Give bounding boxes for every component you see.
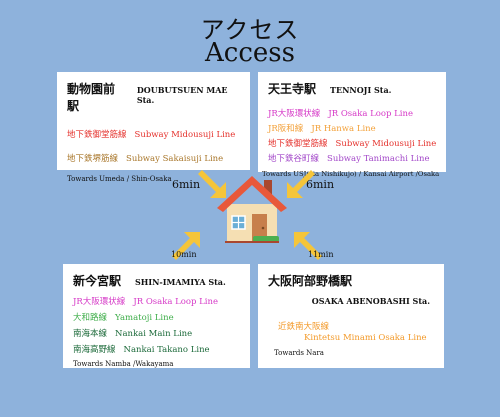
station-name-en: DOUBUTSUEN MAE Sta. xyxy=(136,85,228,105)
station-card-abenobashi: 大阪阿部野橋駅 OSAKA ABENOBASHI Sta. 近鉄南大阪線 Kin… xyxy=(258,264,444,368)
station-name-en: SHIN-IMAMIYA Sta. xyxy=(135,277,226,287)
house-icon xyxy=(217,176,287,243)
arrow-from-tennoji-icon xyxy=(287,170,315,198)
line-kintetsu-jp: 近鉄南大阪線 xyxy=(278,322,330,332)
station-name-en: OSAKA ABENOBASHI Sta. xyxy=(311,296,430,306)
arrow-from-abenobashi-icon xyxy=(294,232,322,260)
station-name-en: TENNOJI Sta. xyxy=(330,85,392,95)
line-kintetsu-en: Kintetsu Minami Osaka Line xyxy=(304,333,427,343)
page-title-en: Access xyxy=(205,38,295,68)
towards-text: Towards Namba /Wakayama xyxy=(73,360,174,368)
station-name-jp: 大阪阿部野橋駅 xyxy=(268,274,353,288)
towards-text: Towards Nara xyxy=(274,349,324,357)
station-name-jp: 動物園前駅 xyxy=(67,82,116,113)
station-name-jp: 新今宮駅 xyxy=(73,274,122,288)
arrow-from-shinimamiya-icon xyxy=(172,232,200,260)
time-tennoji: 6min xyxy=(306,178,335,191)
arrow-from-doubutsuen-icon xyxy=(198,170,226,198)
towards-text: Towards USJ(via Nishikujo) / Kansai Airp… xyxy=(262,170,440,178)
page-title-jp: アクセス xyxy=(200,16,300,44)
time-doubutsuen: 6min xyxy=(172,178,201,191)
time-abenobashi: 11min xyxy=(308,250,334,259)
towards-text: Towards Umeda / Shin-Osaka xyxy=(67,175,172,183)
station-name-jp: 天王寺駅 xyxy=(268,82,317,96)
time-shinimamiya: 10min xyxy=(171,250,197,259)
